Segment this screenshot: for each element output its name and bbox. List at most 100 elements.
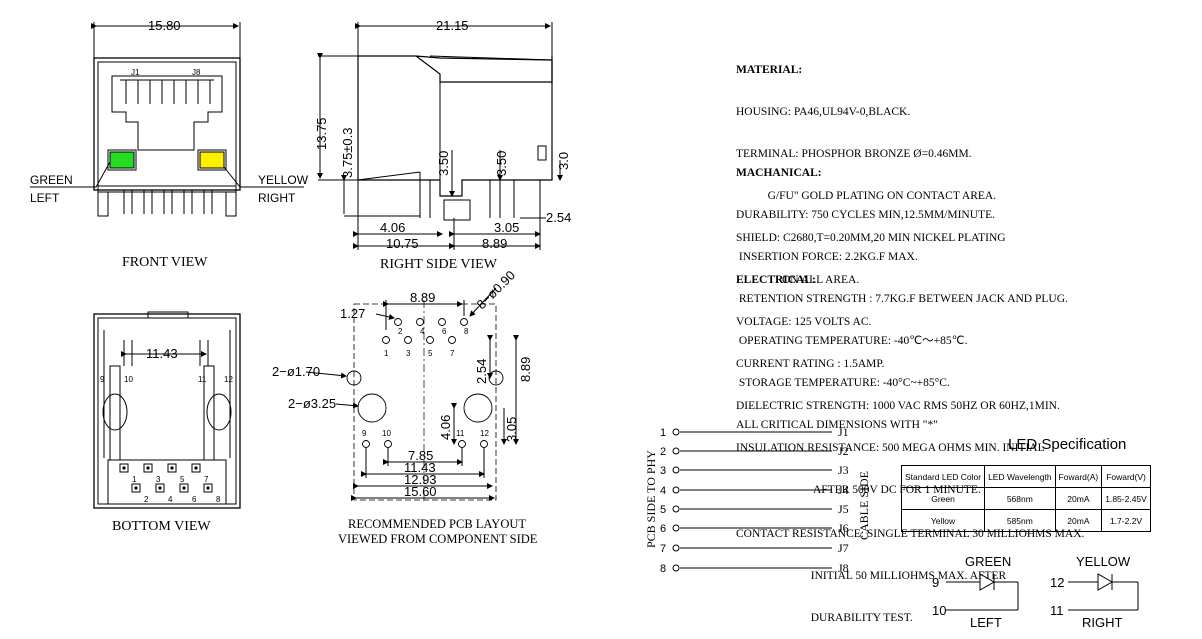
- column-header: LED Wavelength: [984, 465, 1056, 488]
- side-dim-30: 3.0: [556, 152, 571, 170]
- right-side-view-caption: RIGHT SIDE VIEW: [380, 257, 498, 272]
- pcb-pin-lower: 5: [428, 349, 433, 358]
- side-dim-1075: 10.75: [386, 236, 419, 251]
- pcb-layout: [305, 287, 519, 501]
- wiring-jack: J4: [838, 483, 849, 497]
- material-line: TERMINAL: PHOSPHOR BRONZE Ø=0.46MM.: [736, 148, 972, 160]
- electrical-line: DURABILITY TEST.: [736, 612, 913, 624]
- pcb-dim-889v: 8.89: [518, 357, 533, 382]
- mechanical-line: ALL CRITICAL DIMENSIONS WITH "*": [736, 419, 938, 431]
- bottom-view: [93, 311, 241, 509]
- column-header: Standard LED Color: [900, 465, 986, 488]
- pcb-pin-lower: 7: [450, 349, 455, 358]
- sch-yellow-pos: RIGHT: [1082, 615, 1123, 630]
- wiring-jack: J3: [838, 463, 849, 477]
- led-spec-table: Standard LED Color LED Wavelength Foward…: [900, 465, 1151, 532]
- mechanical-title: MACHANICAL:: [736, 167, 822, 179]
- side-dim-889: 8.89: [482, 236, 507, 251]
- side-dim-406: 4.06: [380, 220, 405, 235]
- pcb-dim-1560: 15.60: [404, 484, 437, 499]
- bottom-pin-top: 3: [156, 475, 161, 484]
- mechanical-line: INSERTION FORCE: 2.2KG.F MAX.: [736, 251, 918, 263]
- pcb-pin-upper: 6: [442, 327, 447, 336]
- front-pin-j8: J8: [192, 68, 201, 77]
- wiring-jack: J7: [838, 541, 849, 555]
- wiring-pin: 3: [660, 465, 666, 477]
- bottom-view-caption: BOTTOM VIEW: [112, 519, 211, 534]
- pcb-pin-lower: 1: [384, 349, 389, 358]
- pcb-dim-406: 4.06: [438, 415, 453, 440]
- bottom-pin10: 10: [124, 375, 133, 384]
- table-row: Green 568nm 20mA 1.85-2.45V: [900, 487, 1151, 510]
- led-spec-title: LED Specification: [1008, 436, 1127, 453]
- bottom-pin-top: 1: [132, 475, 137, 484]
- pcb-dim-hole170: 2−ø1.70: [272, 364, 320, 379]
- front-led-yellow-label: YELLOW: [258, 173, 309, 187]
- pcb-pin-upper: 8: [464, 327, 469, 336]
- led-green-indicator: [109, 151, 135, 169]
- table-row: Yellow 585nm 20mA 1.7-2.2V: [900, 509, 1151, 532]
- bottom-pin-bottom: 8: [216, 495, 221, 504]
- pcb-dim-127: 1.27: [340, 306, 365, 321]
- pcb-dim-889: 8.89: [410, 290, 435, 305]
- pcb-pin-lower: 3: [406, 349, 411, 358]
- mechanical-section: MACHANICAL: DURABILITY: 750 CYCLES MIN,1…: [736, 138, 1196, 446]
- pcb-pin-upper: 4: [420, 327, 425, 336]
- wiring-jack: J2: [838, 444, 849, 458]
- bottom-pin-top: 7: [204, 475, 209, 484]
- wiring-jack: J6: [838, 521, 849, 535]
- side-dim-305: 3.05: [494, 220, 519, 235]
- pcb-led-pin: 12: [480, 429, 489, 438]
- bottom-pin-bottom: 2: [144, 495, 149, 504]
- bottom-pin9: 9: [100, 375, 105, 384]
- front-pin-j1: J1: [131, 68, 140, 77]
- bottom-pin-bottom: 4: [168, 495, 173, 504]
- mechanical-line: STORAGE TEMPERATURE: -40°C~+85°C.: [736, 377, 950, 389]
- table-header-row: Standard LED Color LED Wavelength Foward…: [900, 465, 1151, 488]
- mechanical-line: OPERATING TEMPERATURE: -40℃～+85℃.: [736, 335, 968, 347]
- pcb-led-pin: 10: [382, 429, 391, 438]
- bottom-pin11: 11: [198, 375, 207, 384]
- electrical-line: INITIAL 50 MILLIOHMS MAX. AFTER: [736, 570, 1007, 582]
- sch-green-pin-b: 10: [932, 603, 946, 618]
- bottom-pin-bottom: 6: [192, 495, 197, 504]
- sch-green-pos: LEFT: [970, 615, 1002, 630]
- pcb-led-pin: 9: [362, 429, 367, 438]
- pcb-dim-1143: 11.43: [404, 460, 436, 475]
- pcb-dim-hole325: 2−ø3.25: [288, 396, 336, 411]
- electrical-line: INSULATION RESISTANCE: 500 MEGA OHMS MIN…: [736, 442, 1045, 454]
- wiring-pin: 5: [660, 504, 666, 516]
- sch-green-pin-a: 9: [932, 575, 939, 590]
- wiring-diagram: [672, 428, 832, 572]
- pcb-dim-305: 3.05: [504, 417, 519, 442]
- pcb-dim-254: 2.54: [474, 359, 489, 384]
- pcb-led-pin: 11: [456, 429, 465, 438]
- wiring-pin: 7: [660, 543, 666, 555]
- material-line: G/FU" GOLD PLATING ON CONTACT AREA.: [736, 190, 997, 202]
- pcb-caption-2: VIEWED FROM COMPONENT SIDE: [338, 532, 538, 546]
- table-cell: Yellow: [900, 509, 986, 532]
- wiring-left-label: PCB SIDE TO PHY: [644, 450, 658, 548]
- side-dim-375: 3.75±0.3: [340, 127, 355, 178]
- pcb-dim-785: 7.85: [408, 448, 433, 463]
- sch-yellow-pin-a: 12: [1050, 575, 1064, 590]
- wiring-jack: J1: [838, 425, 849, 439]
- front-led-green-label: GREEN: [30, 173, 73, 187]
- material-title: MATERIAL:: [736, 64, 803, 76]
- wiring-jack: J5: [838, 502, 849, 516]
- side-dim-length: 21.15: [436, 18, 469, 33]
- table-cell: Green: [900, 487, 986, 510]
- table-cell: 568nm: [984, 487, 1056, 510]
- table-cell: 585nm: [984, 509, 1056, 532]
- electrical-line: DIELECTRIC STRENGTH: 1000 VAC RMS 50HZ O…: [736, 400, 1060, 412]
- side-dim-350b: 3.50: [494, 151, 509, 176]
- material-section: MATERIAL: HOUSING: PA46,UL94V-0,BLACK. T…: [736, 35, 1196, 301]
- wiring-right-label: CABLE SIDE: [857, 471, 871, 540]
- pcb-dim-1293: 12.93: [404, 472, 437, 487]
- pcb-pin-upper: 2: [398, 327, 403, 336]
- bottom-pin-top: 5: [180, 475, 185, 484]
- table-cell: 1.85-2.45V: [1101, 487, 1151, 510]
- led-yellow-indicator: [199, 151, 225, 169]
- material-line: ON ALL AREA.: [736, 274, 860, 286]
